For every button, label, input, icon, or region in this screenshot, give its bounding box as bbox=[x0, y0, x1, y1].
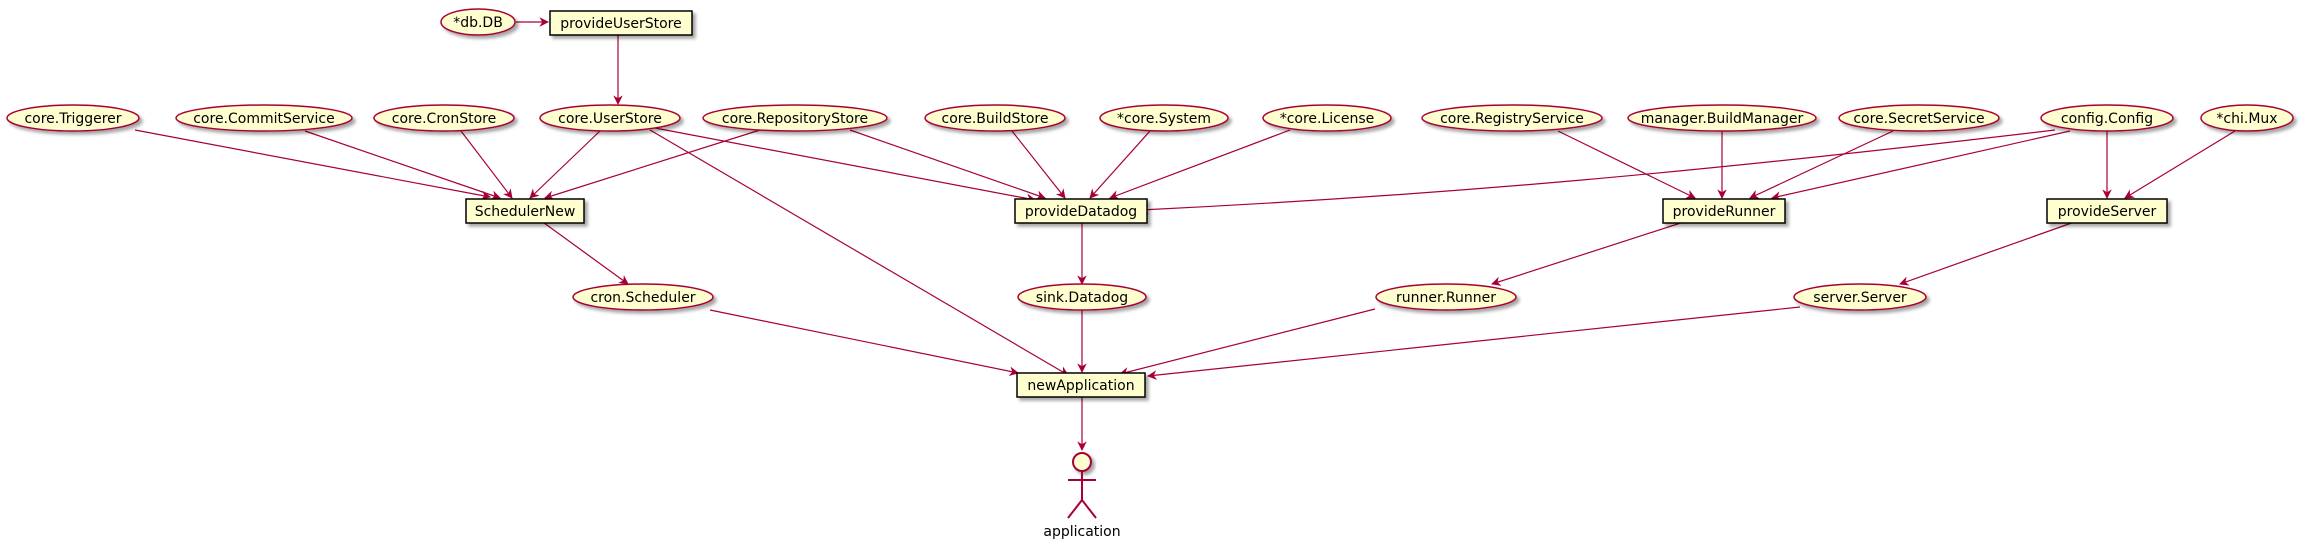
edge-repositorystore-to-schedulernew bbox=[544, 129, 761, 200]
node-core-commit-service: core.CommitService bbox=[175, 104, 353, 132]
node-sink-datadog: sink.Datadog bbox=[1017, 283, 1147, 311]
node-label: provideUserStore bbox=[560, 16, 682, 32]
node-label: provideServer bbox=[2058, 204, 2157, 220]
edge-buildstore-to-providedatadog bbox=[1011, 130, 1066, 199]
node-core-triggerer: core.Triggerer bbox=[6, 104, 140, 132]
node-core-secret-service: core.SecretService bbox=[1838, 104, 2000, 132]
edge-config-to-providerunner bbox=[1771, 130, 2071, 201]
node-core-build-store: core.BuildStore bbox=[924, 104, 1066, 132]
edge-license-to-providedatadog bbox=[1109, 129, 1291, 200]
edge-providerunner-to-runnerrunner bbox=[1491, 219, 1691, 286]
node-label: *core.License bbox=[1280, 111, 1375, 127]
node-core-repository-store: core.RepositoryStore bbox=[702, 104, 888, 132]
node-label: server.Server bbox=[1813, 290, 1907, 306]
edge-provideserver-to-serverserver bbox=[1899, 219, 2081, 286]
node-core-registry-service: core.RegistryService bbox=[1421, 104, 1603, 132]
node-provide-server: provideServer bbox=[2046, 198, 2168, 224]
node-label: manager.BuildManager bbox=[1641, 111, 1804, 127]
node-label: *db.DB bbox=[453, 15, 503, 31]
edge-cronstore-to-schedulernew bbox=[460, 130, 513, 199]
node-core-license: *core.License bbox=[1262, 104, 1392, 132]
edge-userstore-to-newapplication bbox=[649, 129, 1069, 376]
edge-cronscheduler-to-newapplication bbox=[709, 309, 1019, 376]
edge-schedulernew-to-cronscheduler bbox=[539, 219, 629, 285]
node-core-user-store: core.UserStore bbox=[539, 104, 681, 132]
node-label: runner.Runner bbox=[1396, 290, 1496, 306]
node-manager-build-manager: manager.BuildManager bbox=[1627, 104, 1817, 132]
node-provide-runner: provideRunner bbox=[1662, 198, 1786, 224]
node-label: core.RegistryService bbox=[1440, 111, 1584, 127]
node-label: core.SecretService bbox=[1853, 111, 1984, 127]
node-config-config: config.Config bbox=[2040, 104, 2174, 132]
actor-icon bbox=[1067, 452, 1097, 519]
edge-repositorystore-to-providedatadog bbox=[849, 129, 1046, 200]
node-cron-scheduler: cron.Scheduler bbox=[572, 283, 714, 311]
edge-registryservice-to-providerunner bbox=[1557, 130, 1696, 199]
edge-system-to-providedatadog bbox=[1089, 130, 1151, 199]
actor-label: application bbox=[1043, 524, 1120, 540]
nodes: *db.DB provideUserStore core.Triggerer c… bbox=[6, 8, 2294, 540]
node-core-system: *core.System bbox=[1099, 104, 1229, 132]
edge-chimux-to-provideserver bbox=[2124, 130, 2236, 199]
node-server-server: server.Server bbox=[1793, 283, 1927, 311]
edge-commitservice-to-schedulernew bbox=[304, 130, 501, 200]
edge-secretservice-to-providerunner bbox=[1749, 130, 1894, 199]
node-label: *chi.Mux bbox=[2216, 111, 2277, 127]
node-label: *core.System bbox=[1117, 111, 1211, 127]
node-label: config.Config bbox=[2061, 111, 2153, 127]
edge-userstore-to-schedulernew bbox=[529, 130, 601, 199]
node-label: core.BuildStore bbox=[942, 111, 1049, 127]
node-label: provideDatadog bbox=[1025, 204, 1137, 220]
node-label: sink.Datadog bbox=[1036, 290, 1128, 306]
edge-runnerrunner-to-newapplication bbox=[1119, 308, 1376, 377]
node-label: core.UserStore bbox=[558, 111, 662, 127]
node-provide-datadog: provideDatadog bbox=[1014, 198, 1148, 224]
node-label: SchedulerNew bbox=[475, 204, 576, 220]
node-chi-mux: *chi.Mux bbox=[2200, 104, 2294, 132]
node-label: core.CommitService bbox=[193, 111, 335, 127]
edge-userstore-to-providedatadog bbox=[654, 127, 1036, 204]
edge-triggerer-to-schedulernew bbox=[134, 129, 491, 201]
node-new-application: newApplication bbox=[1016, 372, 1146, 398]
node-label: cron.Scheduler bbox=[590, 290, 695, 306]
edges bbox=[134, 17, 2236, 451]
node-label: provideRunner bbox=[1673, 204, 1776, 220]
edge-serverserver-to-newapplication bbox=[1147, 306, 1801, 380]
node-db-db: *db.DB bbox=[440, 8, 516, 36]
node-scheduler-new: SchedulerNew bbox=[465, 198, 585, 224]
node-runner-runner: runner.Runner bbox=[1375, 283, 1517, 311]
node-provide-user-store: provideUserStore bbox=[549, 10, 693, 36]
node-label: core.Triggerer bbox=[24, 111, 121, 127]
node-core-cron-store: core.CronStore bbox=[373, 104, 515, 132]
node-label: core.CronStore bbox=[392, 111, 496, 127]
node-label: newApplication bbox=[1027, 378, 1134, 394]
node-label: core.RepositoryStore bbox=[722, 111, 868, 127]
edge-config-to-providedatadog bbox=[1139, 129, 2056, 215]
node-application-actor: application bbox=[1043, 452, 1121, 540]
